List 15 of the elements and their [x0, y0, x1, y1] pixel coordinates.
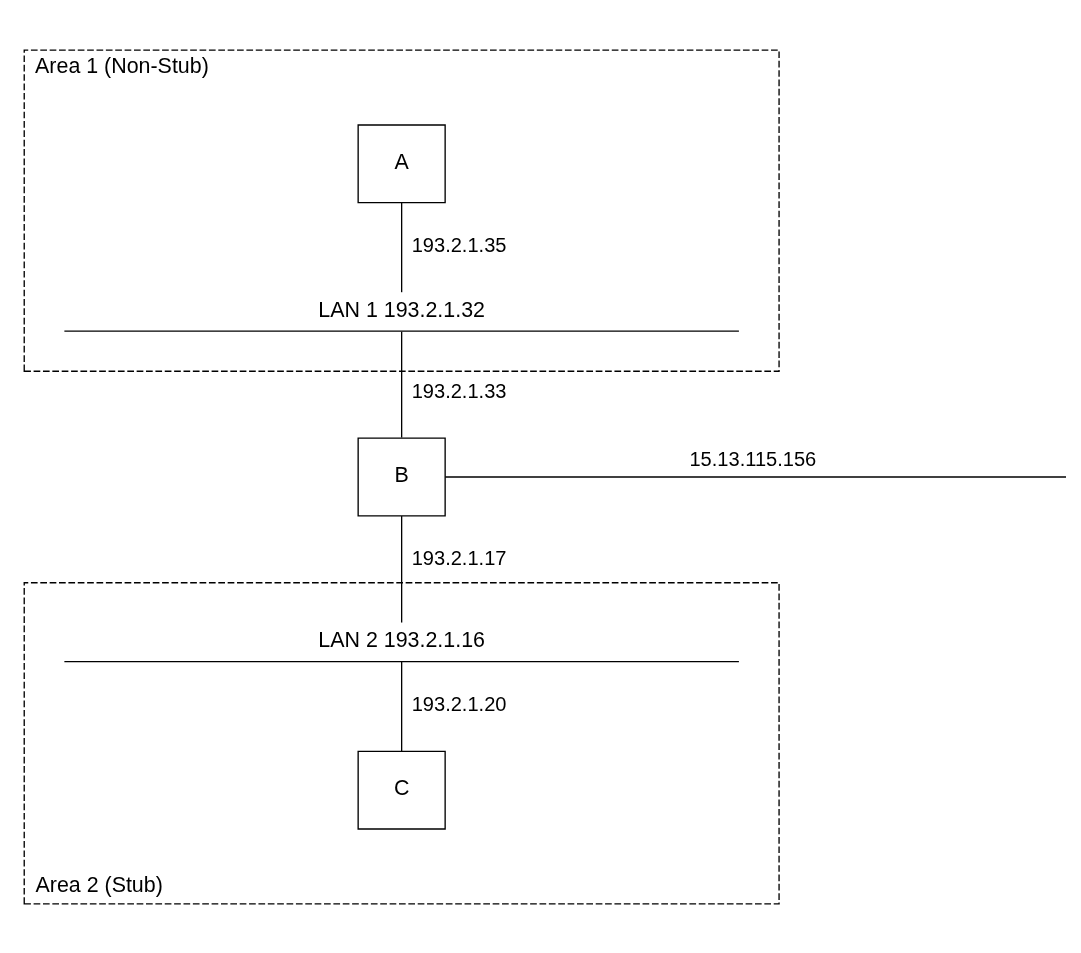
connector — [444, 475, 1067, 478]
edge-label: 15.13.115.156 — [689, 447, 817, 470]
node-text: LAN 1 193.2.1.32 — [318, 297, 485, 322]
connector — [400, 660, 403, 752]
node-box: C — [357, 750, 446, 830]
connector — [400, 201, 403, 293]
node-box: A — [357, 123, 446, 203]
connector — [400, 330, 403, 438]
edge-label: 193.2.1.20 — [411, 692, 507, 715]
connector — [400, 514, 403, 623]
edge-label: 193.2.1.35 — [411, 233, 507, 256]
node-text: LAN 2 193.2.1.16 — [318, 627, 485, 652]
edge-label: 193.2.1.17 — [411, 546, 507, 569]
edge-label: 193.2.1.33 — [411, 379, 507, 402]
node-box: B — [357, 437, 446, 516]
